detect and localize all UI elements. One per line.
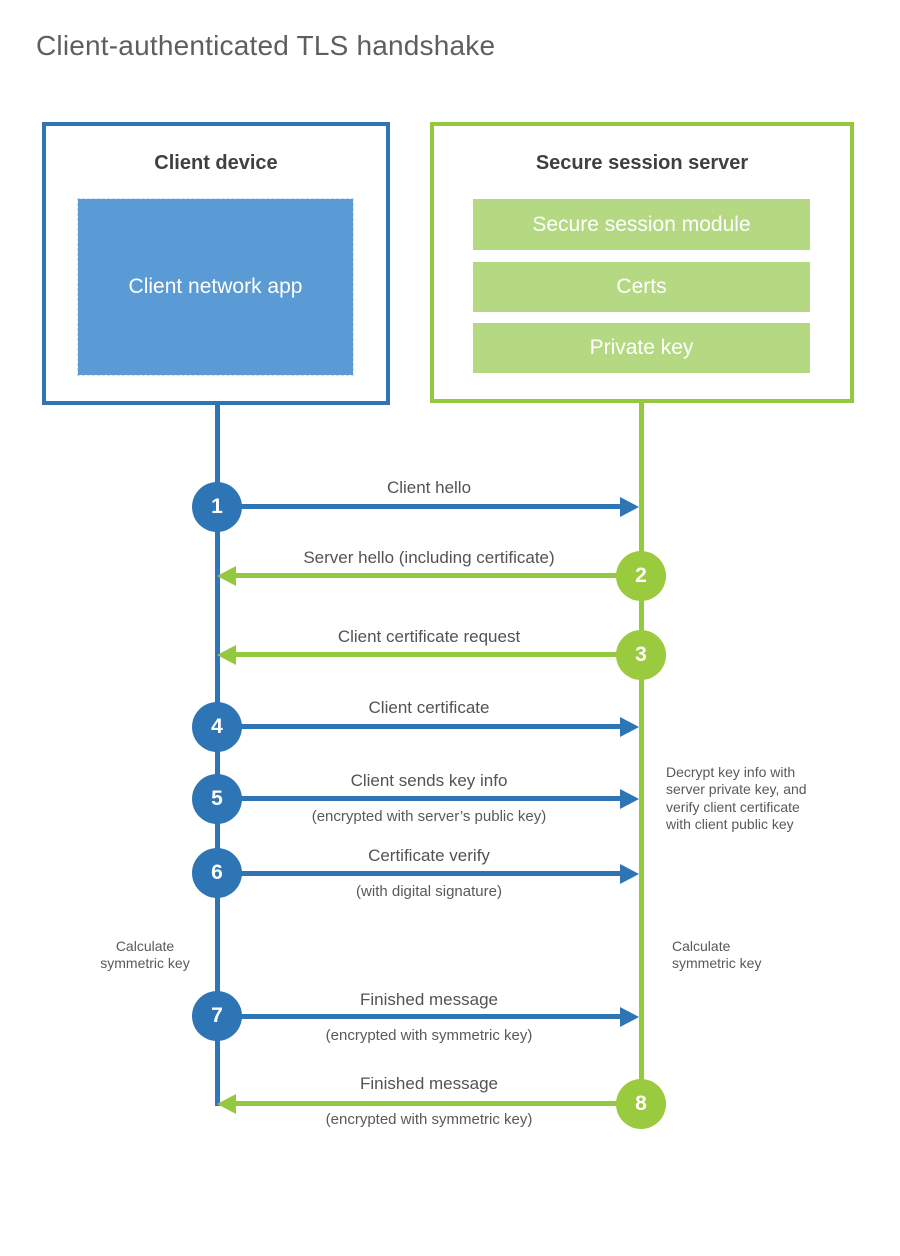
step-circle: 2 (616, 551, 666, 601)
message-label: Server hello (including certificate) (303, 548, 555, 567)
arrowhead-right-icon (620, 1007, 639, 1027)
server-module-certs: Certs (473, 262, 810, 312)
arrow-line (236, 573, 641, 578)
secure-session-server-title: Secure session server (535, 152, 749, 174)
arrowhead-left-icon (217, 1094, 236, 1114)
step-circle: 6 (192, 848, 242, 898)
client-network-app-box: Client network app (77, 198, 354, 376)
arrow-line (217, 871, 621, 876)
message-label: Client certificate request (337, 627, 521, 646)
server-module-private-key: Private key (473, 323, 810, 373)
arrow-line (217, 504, 621, 509)
client-lifeline (215, 405, 220, 1106)
client-device-title: Client device (154, 152, 278, 174)
step-circle: 5 (192, 774, 242, 824)
message-sublabel: (encrypted with symmetric key) (325, 1111, 533, 1128)
arrowhead-right-icon (620, 864, 639, 884)
arrow-line (236, 1101, 641, 1106)
arrowhead-right-icon (620, 717, 639, 737)
step-circle: 7 (192, 991, 242, 1041)
client-network-app-label: Client network app (128, 274, 303, 298)
arrow-line (217, 1014, 621, 1019)
message-label: Finished message (360, 990, 498, 1009)
message-label: Client certificate (368, 698, 490, 717)
note-calculate-symmetric-key-server: Calculate symmetric key (672, 938, 762, 972)
message-label: Client sends key info (350, 771, 508, 790)
step-circle: 3 (616, 630, 666, 680)
arrowhead-left-icon (217, 645, 236, 665)
message-label: Client hello (386, 478, 472, 497)
arrowhead-right-icon (620, 789, 639, 809)
message-label: Finished message (360, 1074, 498, 1093)
step-circle: 8 (616, 1079, 666, 1129)
message-sublabel: (with digital signature) (356, 883, 502, 900)
note-decrypt-key-info: Decrypt key info with server private key… (666, 764, 807, 833)
step-circle: 4 (192, 702, 242, 752)
server-module-secure-session: Secure session module (473, 199, 810, 250)
message-sublabel: (encrypted with symmetric key) (325, 1027, 533, 1044)
message-sublabel: (encrypted with server’s public key) (311, 808, 547, 825)
message-label: Certificate verify (368, 846, 490, 865)
arrow-line (217, 724, 621, 729)
arrow-line (236, 652, 641, 657)
arrowhead-right-icon (620, 497, 639, 517)
arrowhead-left-icon (217, 566, 236, 586)
step-circle: 1 (192, 482, 242, 532)
note-calculate-symmetric-key-client: Calculate symmetric key (100, 938, 190, 972)
arrow-line (217, 796, 621, 801)
page-title: Client-authenticated TLS handshake (36, 30, 496, 61)
server-lifeline (639, 403, 644, 1120)
